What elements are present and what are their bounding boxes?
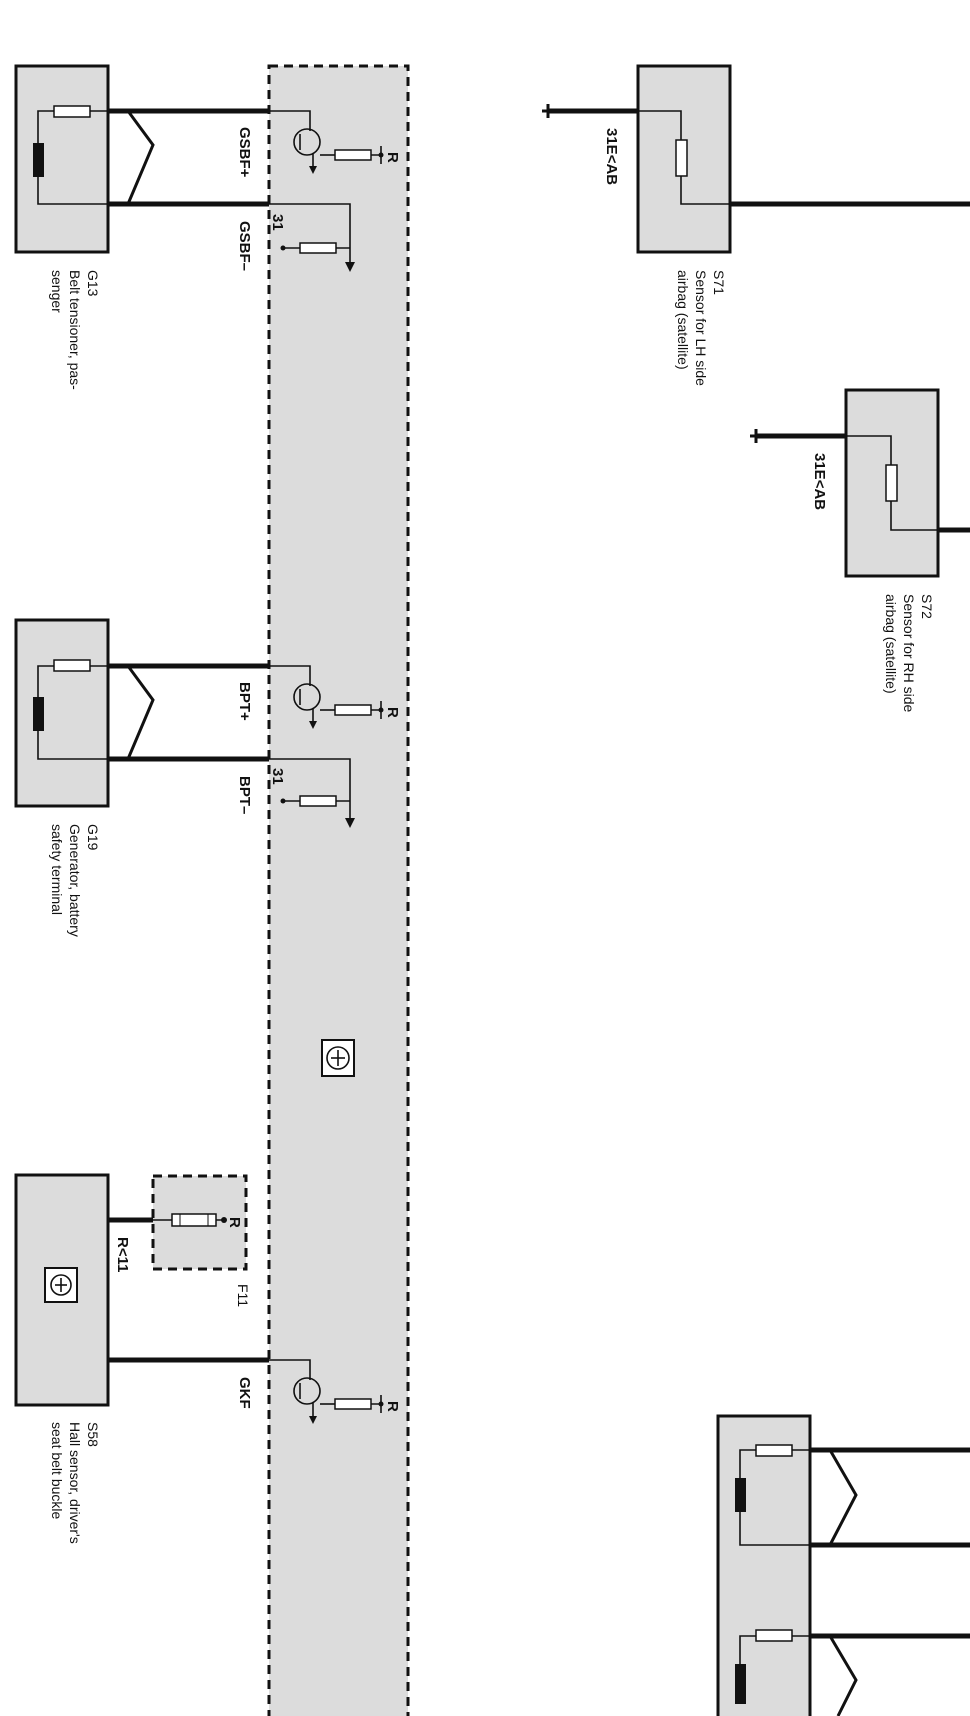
- pin-label-r-bpt: R: [384, 707, 401, 718]
- caption-g13-id: G13: [85, 270, 101, 297]
- component-s58: [14, 1173, 110, 1407]
- pin-label-bpt-minus: BPT–: [236, 776, 253, 814]
- transistor-gsbf: [269, 110, 384, 174]
- twisted-pair-partial-2: [828, 1635, 858, 1716]
- pin-label-31-bpt: 31: [269, 768, 286, 785]
- caption-g13-desc-1: Belt tensioner, pas-: [67, 270, 83, 390]
- pin-label-bpt-plus: BPT+: [236, 682, 253, 721]
- caption-g19-desc-2: safety terminal: [49, 824, 65, 915]
- pin-label-r-gkf: R: [384, 1401, 401, 1412]
- caption-g13-desc-2: senger: [49, 270, 65, 313]
- caption-g19-id: G19: [85, 824, 101, 851]
- transistor-bpt: [269, 665, 384, 729]
- pin-label-31-gsbf: 31: [269, 214, 286, 231]
- ground-bpt: [269, 758, 355, 828]
- caption-s72-desc-1: Sensor for RH side: [901, 594, 917, 712]
- pin-label-31e-ab-s71: 31E<AB: [603, 128, 620, 185]
- caption-f11-id: F11: [235, 1284, 251, 1307]
- pin-label-gkf: GKF: [236, 1377, 253, 1409]
- caption-s58-id: S58: [85, 1422, 101, 1447]
- pin-label-31e-ab-s72: 31E<AB: [811, 453, 828, 510]
- component-s72: [844, 388, 940, 578]
- caption-s72-desc-2: airbag (satellite): [883, 594, 899, 694]
- caption-s71-desc-2: airbag (satellite): [675, 270, 691, 370]
- component-g13: [14, 64, 110, 254]
- caption-g19-desc-1: Generator, battery: [67, 824, 83, 937]
- control-unit-symbol-icon: [321, 1039, 355, 1077]
- caption-s58-desc-1: Hall sensor, driver's: [67, 1422, 83, 1544]
- twisted-pair-g13: [126, 110, 155, 205]
- ground-gsbf: [269, 203, 355, 272]
- component-partial-1: [716, 1414, 812, 1716]
- ground-s71-icon: [542, 104, 550, 118]
- component-g19: [14, 618, 110, 808]
- twisted-pair-g19: [126, 665, 155, 760]
- caption-s71-desc-1: Sensor for LH side: [693, 270, 709, 386]
- caption-s72-id: S72: [919, 594, 935, 619]
- component-f11: [151, 1174, 248, 1271]
- pin-label-gsbf-plus: GSBF+: [236, 127, 253, 178]
- pin-label-r-f11: R: [226, 1217, 243, 1228]
- caption-s71-id: S71: [711, 270, 727, 295]
- control-unit-box: [267, 64, 410, 1716]
- component-s71: [636, 64, 732, 254]
- pin-label-r-gsbf: R: [384, 152, 401, 163]
- twisted-pair-partial-1: [828, 1449, 858, 1546]
- pin-label-r11: R<11: [114, 1237, 131, 1272]
- ground-s72-icon: [750, 429, 758, 443]
- pin-label-gsbf-minus: GSBF–: [236, 221, 253, 271]
- transistor-gkf: [269, 1359, 384, 1424]
- caption-s58-desc-2: seat belt buckle: [49, 1422, 65, 1519]
